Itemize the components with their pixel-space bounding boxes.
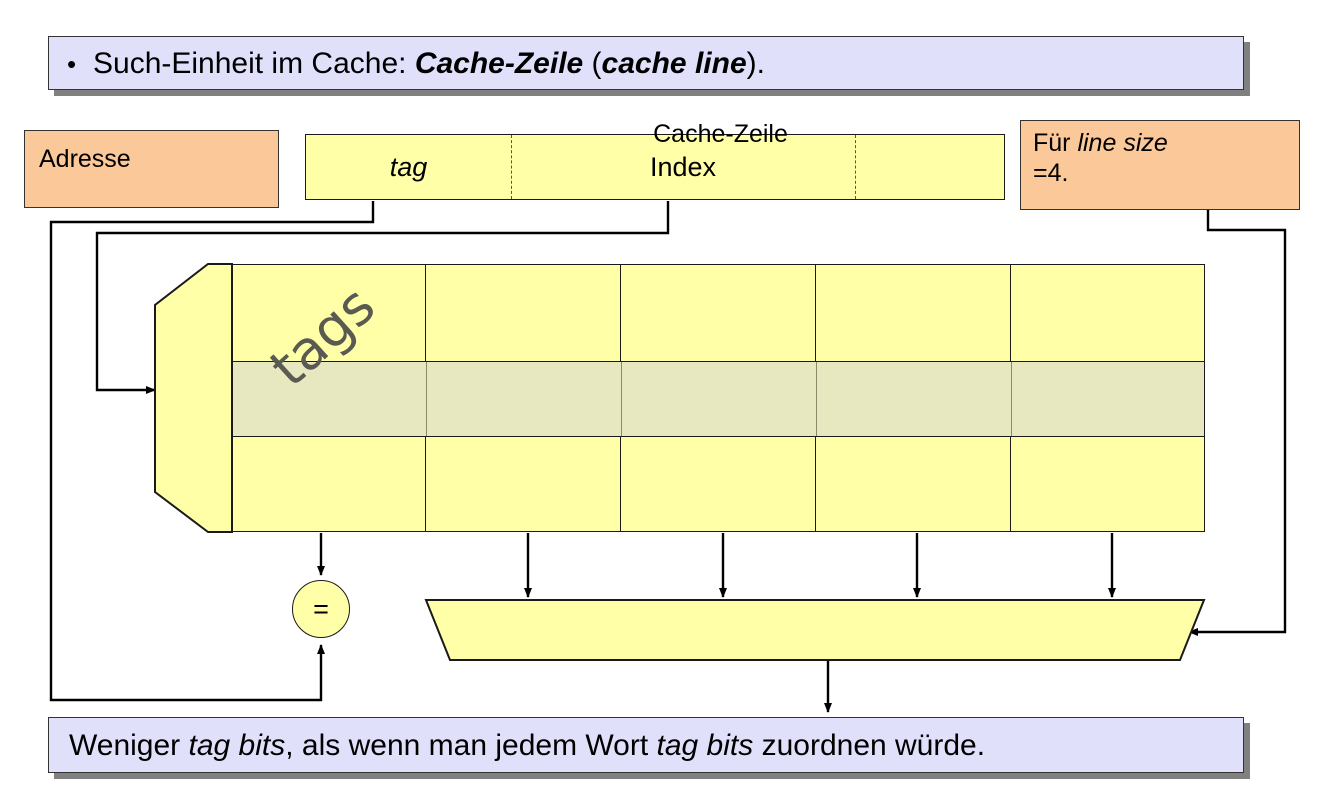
equality-comparator: = [292,580,350,638]
cache-array-grid [232,264,1205,532]
note-prefix: Für [1033,129,1078,157]
bottom-banner-part3: zuordnen würde. [753,728,986,762]
cache-selected-row [233,361,1204,437]
address-label-text: Adresse [39,145,131,173]
selected-row-divider-0 [426,362,427,436]
top-banner-paren-open: ( [583,46,602,80]
address-label-box: Adresse [24,130,279,208]
top-banner-bold-term: Cache-Zeile [414,46,584,80]
address-field-index-label: Index [649,151,717,182]
selected-row-divider-1 [621,362,622,436]
selected-row-divider-3 [1011,362,1012,436]
bottom-banner-part2: , als wenn man jedem Wort [285,728,657,762]
bottom-conclusion-banner: Weniger tag bits, als wenn man jedem Wor… [48,717,1244,773]
top-banner-text: • Such-Einheit im Cache: Cache-Zeile (cac… [67,47,765,80]
multiplexer-shape [424,599,1206,661]
note-second-line: =4. [1033,158,1069,187]
bottom-banner-italic1: tag bits [188,728,286,762]
wire-index-to-decoder [95,201,670,394]
bullet-glyph: • [67,48,77,79]
comparator-symbol: = [313,593,329,624]
bottom-banner-text: Weniger tag bits, als wenn man jedem Wor… [69,729,985,762]
selected-row-divider-2 [816,362,817,436]
wire-offset-to-mux-select [1188,201,1287,636]
address-divider-index-offset [855,135,856,199]
address-field-offset [855,135,1006,199]
row-decoder-shape [154,263,233,533]
wire-tag-to-comparator [49,201,375,702]
top-banner-paren-close: ). [746,46,765,80]
top-banner-prefix: Such-Einheit im Cache: [93,46,415,80]
bottom-banner-part1: Weniger [69,728,189,762]
address-field-bar: tag Index [305,134,1005,200]
address-divider-tag-index [511,135,512,199]
line-size-note-box: Für line size =4. [1020,120,1300,210]
address-field-tag: tag [306,135,511,199]
top-banner-bold-italic-term: cache line [601,46,747,80]
bottom-banner-italic2: tag bits [656,728,754,762]
cache-line-label: Cache-Zeile [653,119,788,148]
address-field-tag-label: tag [389,151,428,182]
note-italic-term: line size [1077,129,1168,157]
top-statement-banner: • Such-Einheit im Cache: Cache-Zeile (cac… [48,36,1244,90]
address-field-index: Index [511,135,855,199]
